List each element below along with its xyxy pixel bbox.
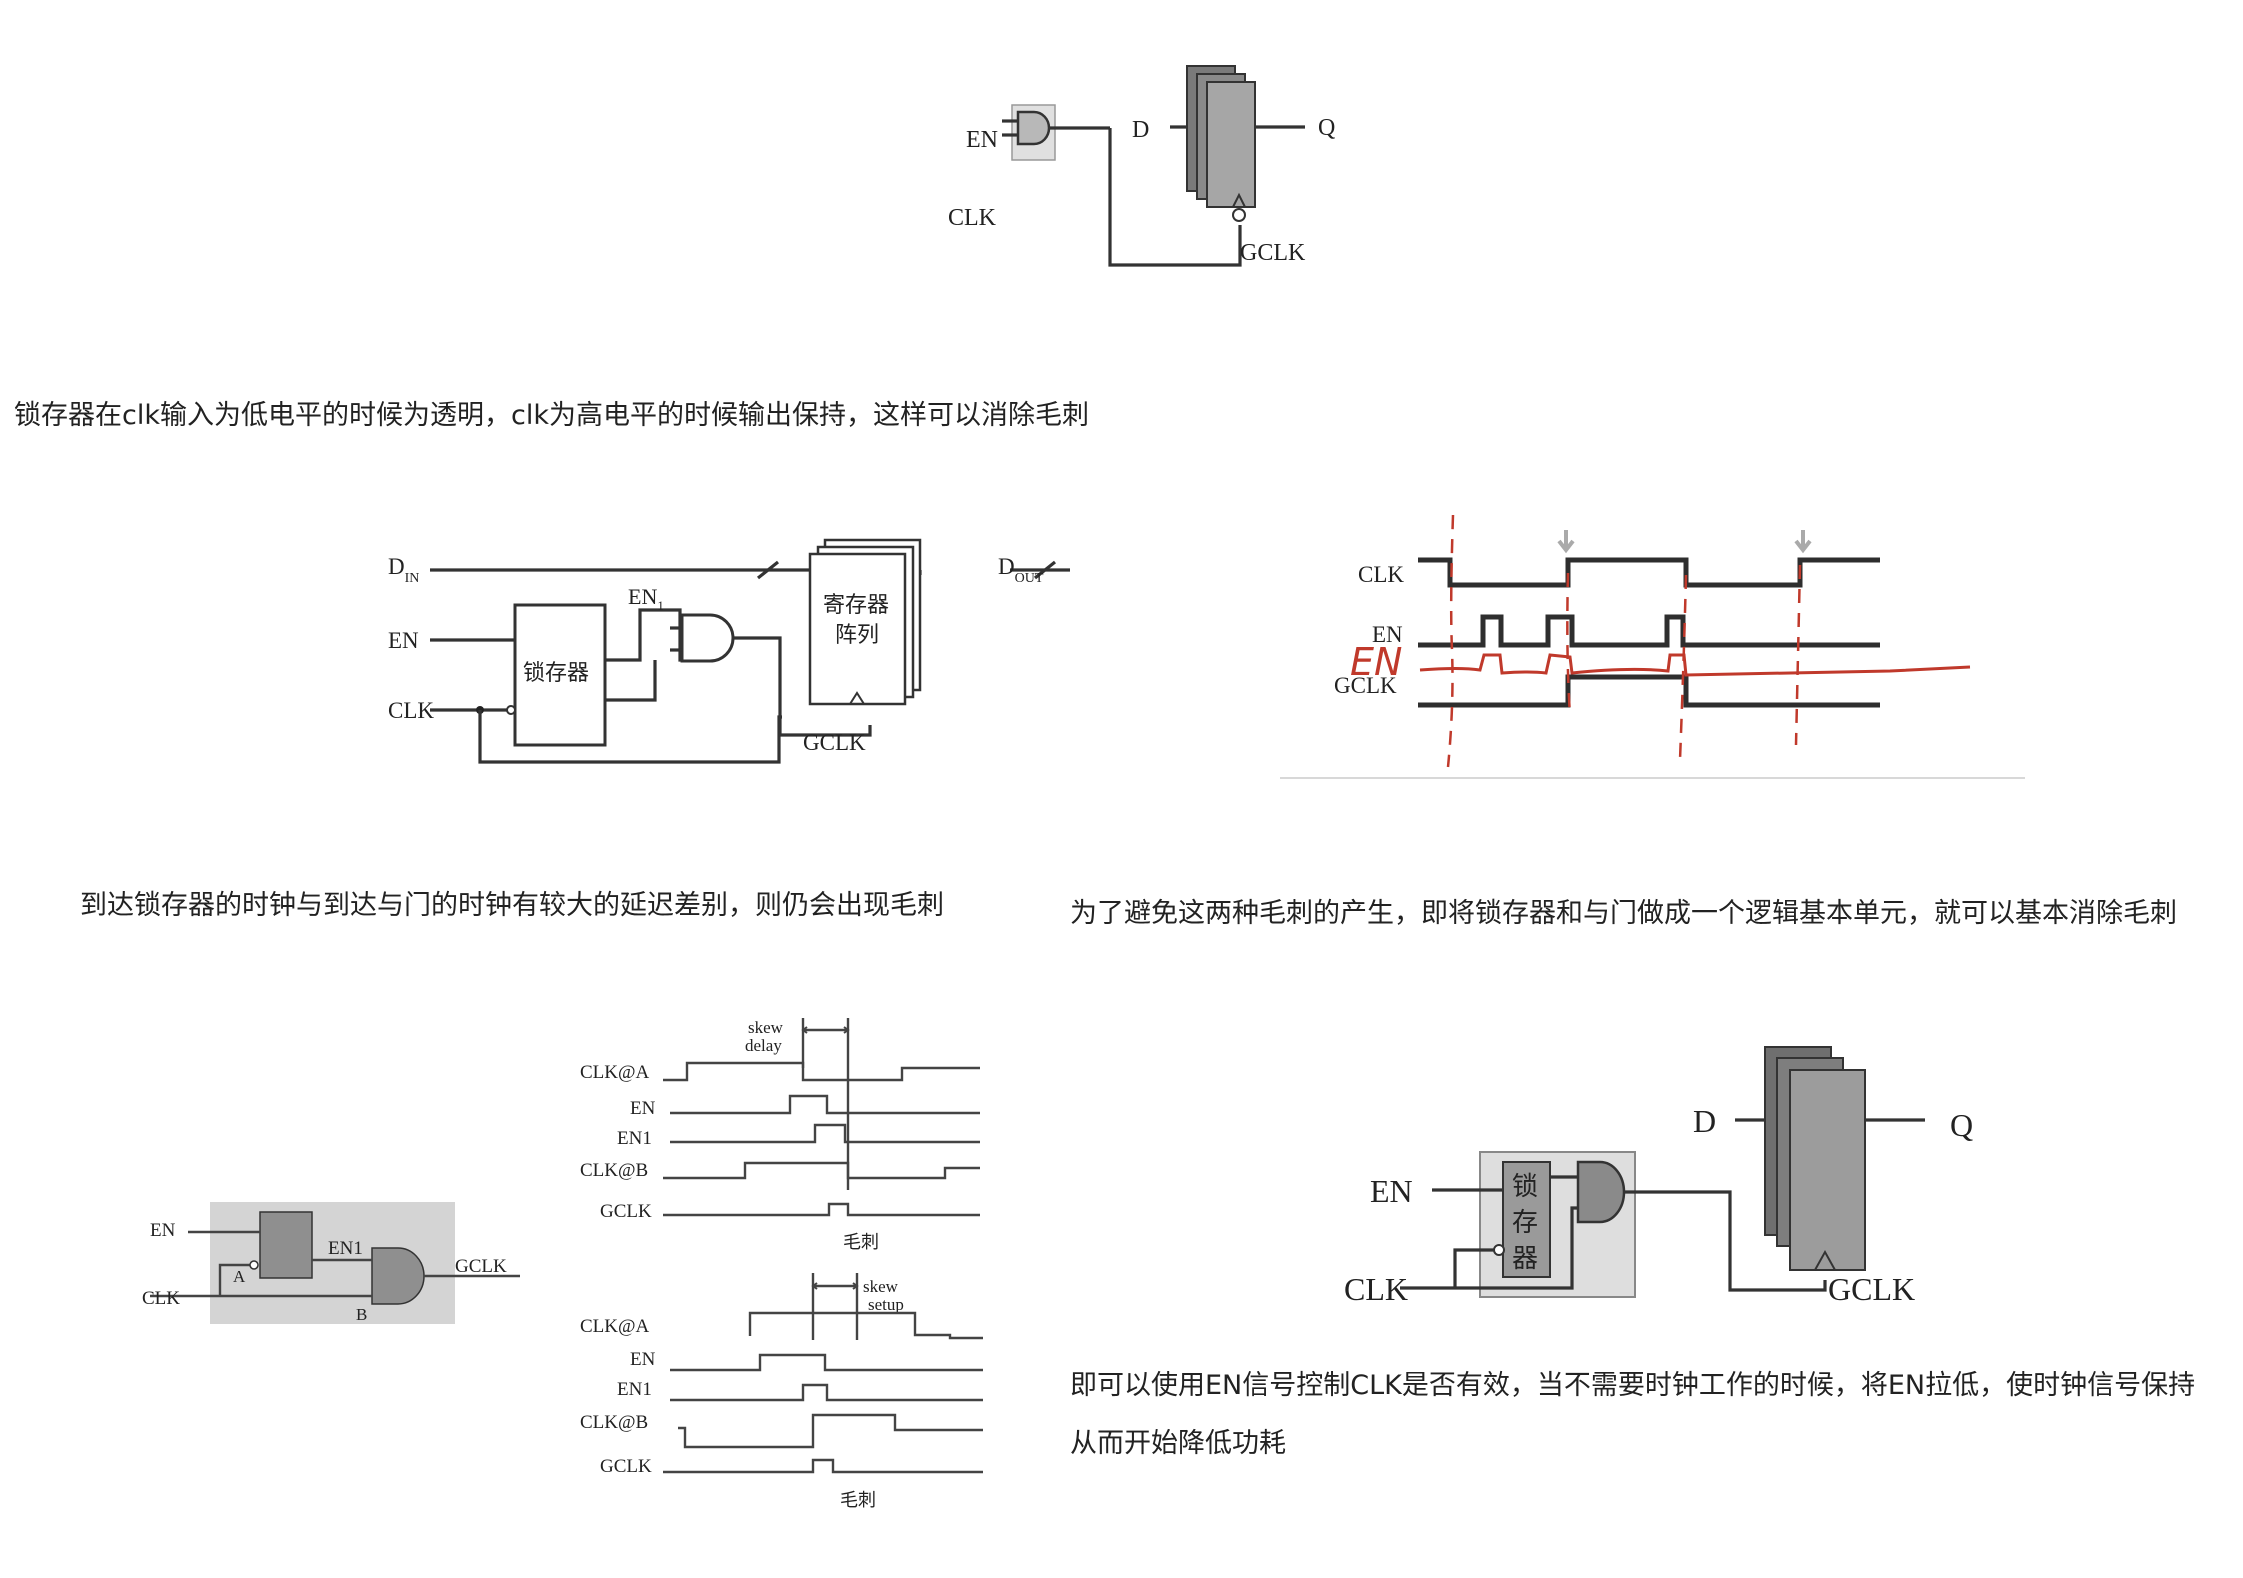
top-clka-label: CLK@A <box>580 1062 649 1083</box>
top-clkb-wave <box>663 1161 980 1180</box>
bottom-clka-wave <box>748 1311 983 1340</box>
clk-waveform <box>1418 557 1880 588</box>
arrow-down-icon <box>1794 530 1812 554</box>
bottom-en-label: EN <box>630 1349 656 1370</box>
en-label: EN <box>1372 622 1403 647</box>
register-label-line2: 阵列 <box>835 622 879 647</box>
top-gclk-wave <box>663 1202 980 1217</box>
register-front <box>1789 1069 1866 1271</box>
dout-label: DOUT <box>998 554 1044 586</box>
caption-en-control-line2: 从而开始降低功耗 <box>1070 1428 1286 1459</box>
figure-integrated-gating-cell: 锁 存 器 EN CLK D Q GCLK <box>1344 1046 1973 1307</box>
top-en-label: EN <box>630 1098 656 1119</box>
q-label: Q <box>1950 1107 1973 1143</box>
en-label: EN <box>150 1220 176 1241</box>
caption-integrated-cell: 为了避免这两种毛刺的产生，即将锁存器和与门做成一个逻辑基本单元，就可以基本消除毛… <box>1070 898 2177 929</box>
gclk-label: GCLK <box>803 730 866 755</box>
guide-line-2 <box>1566 572 1572 716</box>
caption-latch-transparent: 锁存器在clk输入为低电平的时候为透明，clk为高电平的时候输出保持，这样可以消… <box>14 400 1089 431</box>
top-gclk-label: GCLK <box>600 1201 652 1222</box>
bottom-clkb-wave <box>678 1413 983 1449</box>
clk-label: CLK <box>142 1288 180 1309</box>
point-b-label: B <box>356 1305 367 1324</box>
and-gate <box>1576 1160 1626 1224</box>
clk-label: CLK <box>388 698 434 723</box>
bottom-clka-label: CLK@A <box>580 1316 649 1337</box>
gclk-label: GCLK <box>455 1256 507 1277</box>
top-en1-label: EN1 <box>617 1128 652 1149</box>
register-front <box>1206 81 1256 208</box>
bottom-en-wave <box>670 1353 983 1372</box>
en-handwritten-label: EN <box>1350 640 1402 684</box>
caption-delay-glitch: 到达锁存器的时钟与到达与门的时钟有较大的延迟差别，则仍会出现毛刺 <box>80 890 944 921</box>
setup-label: setup <box>868 1295 904 1314</box>
en-handwritten-waveform <box>1419 653 1971 677</box>
latch-char-3: 器 <box>1512 1244 1538 1273</box>
q-label: Q <box>1318 115 1335 141</box>
gclk-label: GCLK <box>1828 1271 1915 1307</box>
clk-label: CLK <box>948 205 997 231</box>
latch-char-1: 锁 <box>1512 1172 1538 1201</box>
en1-label: EN1 <box>628 584 664 613</box>
caption-en-control-line1: 即可以使用EN信号控制CLK是否有效，当不需要时钟工作的时候，将EN拉低，使时钟… <box>1070 1370 2196 1401</box>
clk-label: CLK <box>1358 562 1404 587</box>
latch-char-2: 存 <box>1512 1208 1538 1237</box>
figure-timing-handwritten: CLK EN GCLK EN <box>1280 514 2025 779</box>
register-front <box>808 552 907 706</box>
latch-label: 锁存器 <box>523 660 589 685</box>
figure-gate-skew-schematic: EN CLK EN1 A B GCLK <box>142 1202 520 1324</box>
figure-latch-gating: DIN DOUT 锁存器 EN CLK EN1 GCLK 寄存器 阵列 <box>388 538 1070 764</box>
arrow-down-icon <box>1557 530 1575 554</box>
bottom-en1-label: EN1 <box>617 1379 652 1400</box>
top-clkb-label: CLK@B <box>580 1160 648 1181</box>
en-label: EN <box>966 127 998 153</box>
top-en1-wave <box>670 1123 980 1144</box>
bottom-clkb-label: CLK@B <box>580 1412 648 1433</box>
d-label: D <box>1132 117 1149 143</box>
gclk-label: GCLK <box>1240 240 1306 266</box>
skew-bottom-label: skew <box>863 1277 899 1296</box>
en-label: EN <box>388 628 419 653</box>
bottom-glitch-label: 毛刺 <box>840 1490 876 1510</box>
en1-label: EN1 <box>328 1238 363 1259</box>
top-en-wave <box>670 1094 980 1115</box>
guide-line-4 <box>1794 564 1802 746</box>
and-gate <box>371 1247 425 1305</box>
bottom-en1-wave <box>670 1383 983 1402</box>
d-label: D <box>1693 1103 1716 1139</box>
and-gate <box>1016 110 1051 146</box>
latch-box <box>259 1211 313 1279</box>
top-clka-wave <box>663 1061 980 1082</box>
gclk-label: GCLK <box>1334 673 1397 698</box>
gclk-waveform <box>1418 674 1880 708</box>
delay-label: delay <box>745 1036 782 1055</box>
figure-clock-gating-and: EN CLK D Q GCLK <box>948 65 1335 267</box>
en-label: EN <box>1370 1173 1413 1209</box>
point-a-label: A <box>233 1267 246 1286</box>
top-glitch-label: 毛刺 <box>843 1232 879 1252</box>
latch-box <box>1502 1161 1551 1278</box>
guide-line-1 <box>1446 514 1455 768</box>
bottom-gclk-wave <box>663 1458 983 1474</box>
en-waveform <box>1418 614 1880 648</box>
skew-top-label: skew <box>748 1018 784 1037</box>
bottom-gclk-label: GCLK <box>600 1456 652 1477</box>
figure-skew-timing: skew delay CLK@A EN EN1 CLK@B GCLK 毛刺 sk… <box>580 1018 983 1510</box>
and-gate <box>680 613 735 663</box>
clk-label: CLK <box>1344 1271 1408 1307</box>
din-label: DIN <box>388 554 419 586</box>
register-label-line1: 寄存器 <box>823 592 889 617</box>
latch-box <box>513 603 607 747</box>
